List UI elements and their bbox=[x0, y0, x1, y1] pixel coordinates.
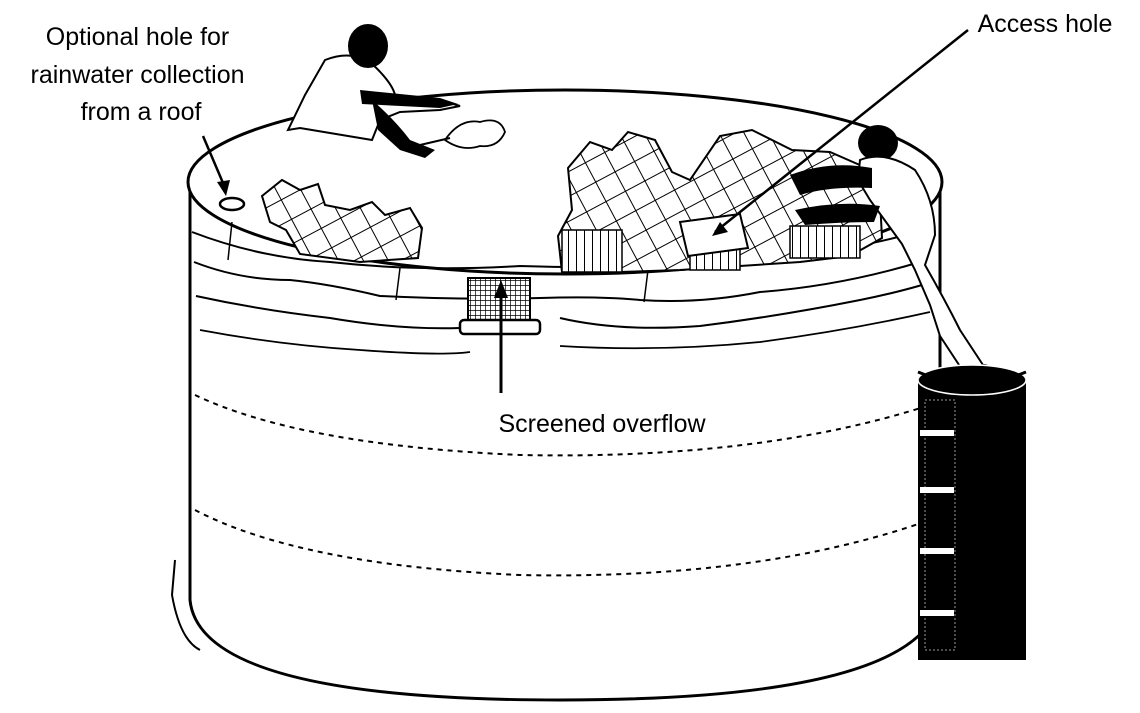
optional-hole-label-line: from a roof bbox=[81, 98, 202, 126]
rebar-block bbox=[790, 226, 860, 258]
screened-overflow-label: Screened overflow bbox=[498, 410, 706, 438]
optional-hole-label-line: rainwater collection bbox=[31, 61, 245, 89]
access-hole-label: Access hole bbox=[978, 10, 1113, 38]
oil-drum bbox=[918, 365, 1026, 660]
rainwater-hole bbox=[220, 198, 244, 210]
optional-hole-label-line: Optional hole for bbox=[46, 23, 229, 51]
rebar-block bbox=[562, 230, 622, 272]
optional-hole-label: Optional hole for rainwater collection f… bbox=[31, 23, 252, 126]
